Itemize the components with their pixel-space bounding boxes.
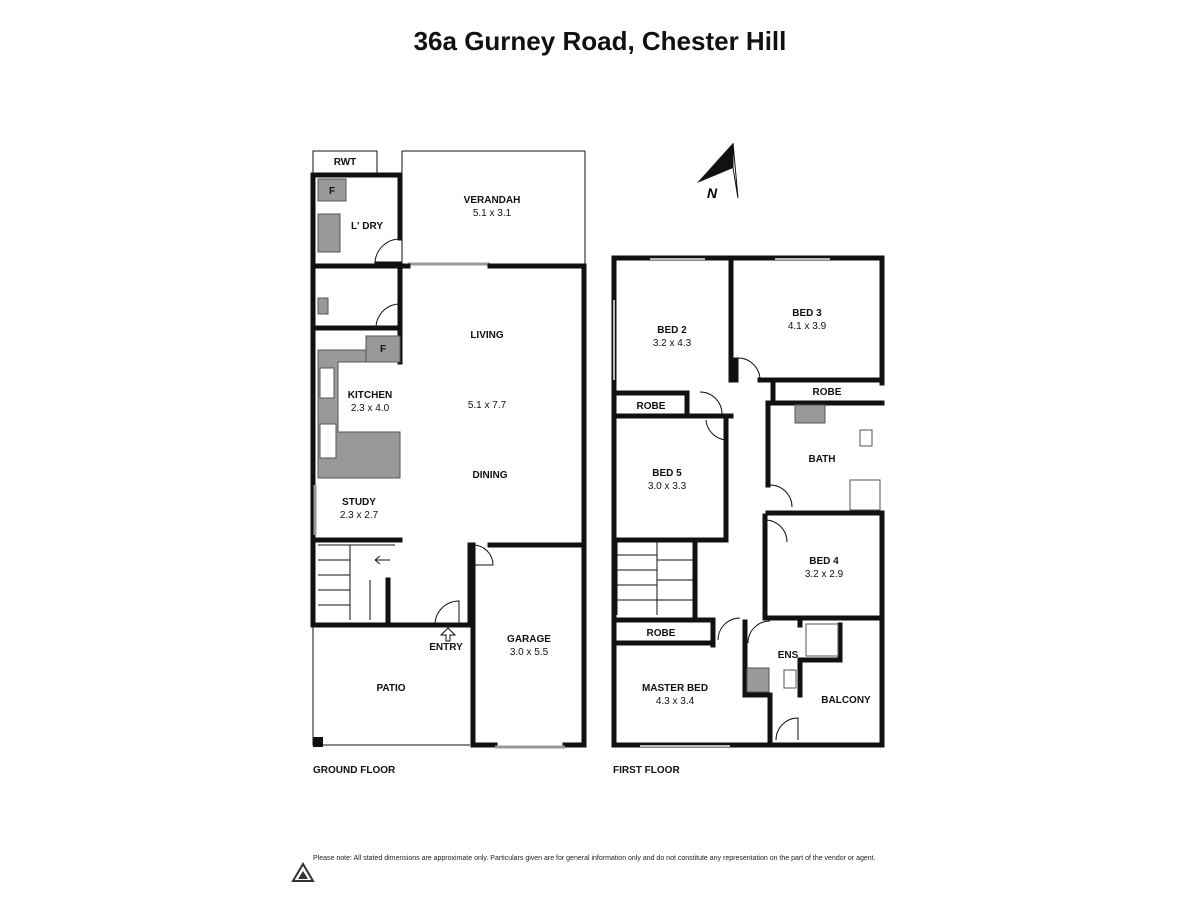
ens-shower-icon — [805, 623, 839, 657]
bath-label: BATH — [808, 454, 835, 465]
first-stairs — [616, 540, 696, 615]
stair-arrow-icon — [374, 555, 390, 565]
bed5-label: BED 5 — [652, 468, 682, 479]
verandah-label: VERANDAH — [464, 195, 521, 206]
bed2-label: BED 2 — [657, 325, 687, 336]
laundry-wall — [310, 172, 403, 241]
ground-west-wall — [310, 172, 473, 628]
bed4-label: BED 4 — [809, 556, 839, 567]
first-floor-label: FIRST FLOOR — [613, 765, 680, 776]
ens-toilet-icon — [783, 669, 797, 689]
bed4-door-swing — [764, 519, 788, 543]
verandah-dims: 5.1 x 3.1 — [473, 208, 512, 219]
study-dims: 2.3 x 2.7 — [340, 510, 379, 521]
master-robe-label: ROBE — [647, 628, 676, 639]
ground-floor-plan — [310, 150, 587, 749]
entry-door-swing — [434, 600, 460, 626]
verandah-outline — [401, 150, 586, 264]
plan-title: 36a Gurney Road, Chester Hill — [413, 26, 787, 56]
north-arrow-icon — [697, 142, 739, 199]
bed3-robe-label: ROBE — [813, 387, 842, 398]
bed3-walls — [733, 357, 885, 403]
entry-label: ENTRY — [429, 642, 463, 653]
entry-wall — [457, 542, 473, 628]
patio-label: PATIO — [376, 683, 405, 694]
kitchen-label: KITCHEN — [348, 390, 392, 401]
dining-label: DINING — [473, 470, 508, 481]
garage-dims: 3.0 x 5.5 — [510, 647, 549, 658]
wc-door-swing — [375, 303, 401, 329]
master-robe-walls — [611, 617, 716, 648]
bed2-walls — [611, 255, 734, 416]
logo-icon — [291, 862, 315, 882]
bath-toilet-icon — [859, 429, 873, 447]
first-floor-plan — [611, 255, 885, 748]
ground-stairs — [318, 544, 395, 620]
bath-basin-icon — [794, 404, 826, 424]
balcony-door-swing — [775, 717, 799, 741]
ens-label: ENS — [778, 650, 799, 661]
bed3-dims: 4.1 x 3.9 — [788, 321, 827, 332]
garage-door-swing — [472, 544, 494, 566]
master-label: MASTER BED — [642, 683, 708, 694]
garage-label: GARAGE — [507, 634, 551, 645]
ground-floor-label: GROUND FLOOR — [313, 765, 396, 776]
study-label: STUDY — [342, 497, 376, 508]
ens-basin-icon — [746, 667, 770, 693]
balcony-label: BALCONY — [821, 695, 871, 706]
laundry-fridge-label: F — [329, 186, 335, 197]
rwt-label: RWT — [334, 157, 357, 168]
entry-arrow-icon — [439, 627, 457, 642]
bed5-walls — [611, 415, 729, 543]
laundry-door-swing — [374, 238, 401, 265]
laundry-label: L' DRY — [351, 221, 383, 232]
kitchen-cooktop-icon — [319, 423, 337, 459]
wc-wall — [310, 263, 403, 328]
kitchen-fridge-icon — [365, 335, 401, 363]
ens-door-swing — [747, 620, 771, 644]
bed4-dims: 3.2 x 2.9 — [805, 569, 844, 580]
laundry-fridge-icon — [317, 178, 347, 202]
bed5-dims: 3.0 x 3.3 — [648, 481, 687, 492]
living-label: LIVING — [470, 330, 504, 341]
bed3-door-swing — [737, 357, 761, 381]
north-label: N — [707, 185, 718, 201]
bath-shower-icon — [849, 479, 881, 511]
bed2-door-swing — [699, 391, 723, 415]
bed2-dims: 3.2 x 4.3 — [653, 338, 692, 349]
ensuite-walls — [742, 617, 843, 743]
garage-walls — [470, 542, 587, 748]
kitchen-sink-icon — [319, 367, 335, 399]
laundry-tub-icon — [317, 213, 341, 253]
bath-walls — [765, 400, 885, 516]
disclaimer-text: Please note: All stated dimensions are a… — [313, 855, 876, 862]
patio-post — [313, 737, 323, 747]
bed5-door-swing — [705, 419, 727, 441]
master-door-swing — [717, 617, 741, 641]
living-dims: 5.1 x 7.7 — [468, 400, 507, 411]
bed3-label: BED 3 — [792, 308, 822, 319]
wc-toilet-icon — [317, 297, 329, 315]
kitchen-fridge-label: F — [380, 344, 386, 355]
master-dims: 4.3 x 3.4 — [656, 696, 695, 707]
kitchen-dims: 2.3 x 4.0 — [351, 403, 390, 414]
bed4-walls — [762, 513, 885, 621]
bath-door-swing — [769, 484, 793, 508]
bed2-robe-label: ROBE — [637, 401, 666, 412]
